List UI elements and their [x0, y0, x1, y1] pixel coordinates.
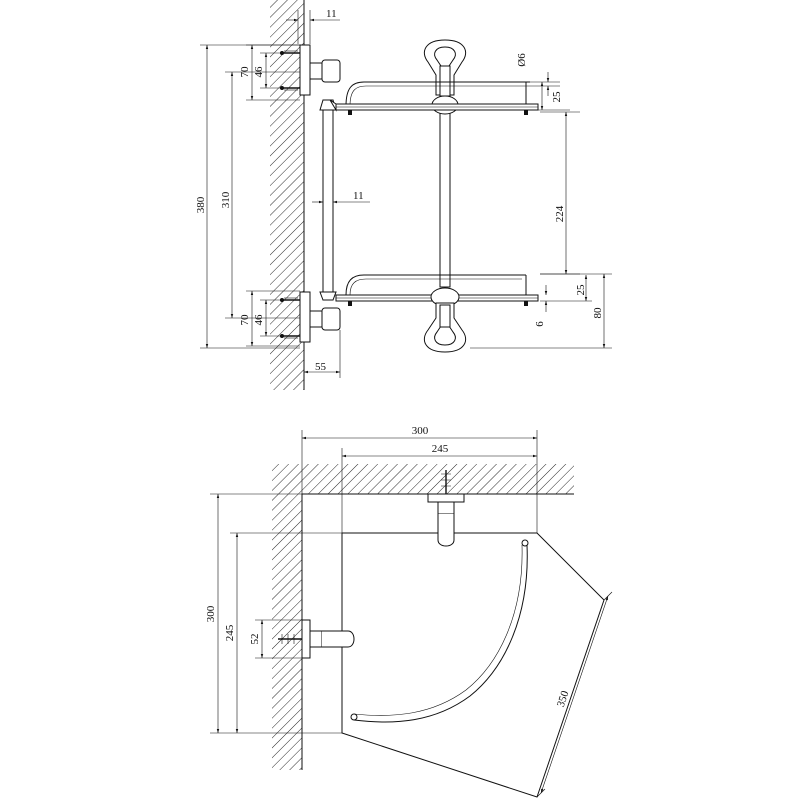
top-hanger-ring: [423, 39, 467, 115]
dim-shelf-rail-bottom: 25: [575, 284, 587, 296]
dim-shelf-spacing: 224: [554, 205, 566, 222]
dim-mount-spacing: 310: [220, 191, 232, 208]
back-bracket: [427, 470, 465, 547]
side-dimension-lines-right: [470, 72, 612, 349]
dim-glass-thickness: 6: [534, 321, 546, 327]
side-wall: [270, 0, 305, 390]
dim-screw-inner-top: 46: [253, 66, 265, 78]
dim-bottom-height: 80: [592, 307, 604, 319]
dim-bracket-height: 52: [249, 634, 261, 645]
dim-mid-offset: 11: [353, 190, 364, 202]
side-view: 11 380 310 70 46 70 46 11 55 Ø6 25 224 2…: [195, 0, 612, 390]
bottom-wall-mount: [280, 291, 341, 343]
dim-depth-from-wall: 55: [315, 361, 327, 373]
dim-shelf-rail-top: 25: [551, 91, 563, 103]
dim-glass-width: 245: [432, 443, 449, 455]
dim-diagonal: 350: [555, 689, 572, 709]
top-walls: [272, 464, 574, 770]
top-wall-mount: [280, 44, 341, 96]
dim-screw-outer-top: 70: [239, 66, 251, 78]
dim-screw-outer-bottom: 70: [239, 314, 251, 326]
dim-glass-depth: 245: [224, 624, 236, 641]
dim-top-offset: 11: [326, 8, 337, 20]
dim-total-width: 300: [412, 425, 429, 437]
dim-overall-height: 380: [195, 196, 207, 213]
top-shelf: [329, 81, 539, 115]
front-pole: [439, 111, 451, 288]
side-bracket: [278, 619, 355, 659]
top-view: 300 245 300 245 52 350: [205, 425, 613, 798]
side-dimension-lines: [200, 10, 370, 378]
vertical-pole: [319, 99, 337, 301]
top-dimension-lines: [210, 430, 613, 798]
dim-total-depth: 300: [205, 605, 217, 622]
bottom-hanger-ring: [423, 287, 467, 353]
dim-screw-inner-bottom: 46: [253, 314, 265, 326]
glass-shelf: [341, 532, 605, 798]
dim-rod-diameter: Ø6: [516, 53, 528, 67]
